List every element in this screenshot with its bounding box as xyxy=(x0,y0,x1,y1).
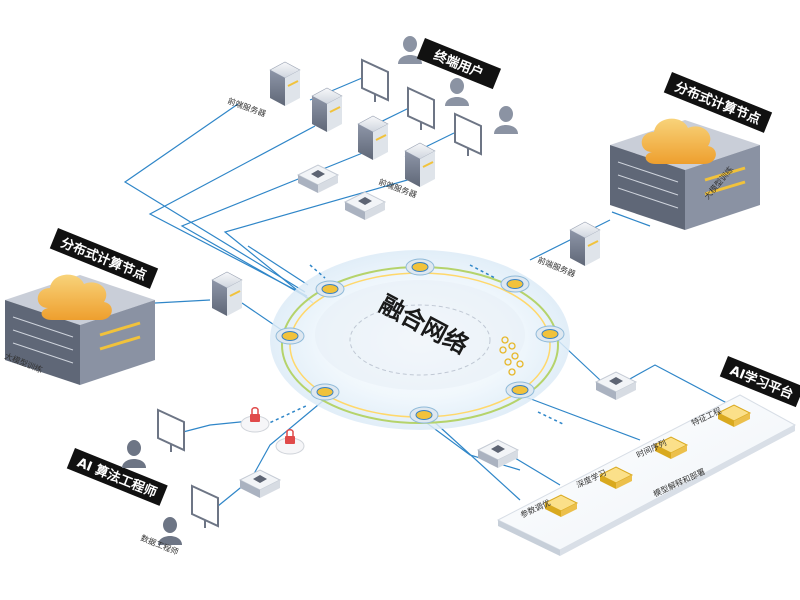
monitor-icon[interactable] xyxy=(454,112,482,156)
hub-node[interactable] xyxy=(500,275,530,293)
hub-node[interactable] xyxy=(535,325,565,343)
server-stack[interactable] xyxy=(357,115,389,160)
monitor-icon[interactable] xyxy=(407,86,435,130)
line-top-server-4 xyxy=(223,176,419,304)
monitor-icon[interactable] xyxy=(361,58,389,102)
server-stack[interactable] xyxy=(269,61,301,106)
user-icon xyxy=(398,36,422,64)
monitor-icon[interactable] xyxy=(191,484,219,528)
hub-node[interactable] xyxy=(405,258,435,276)
platform-edge xyxy=(498,520,560,556)
cloud-icon xyxy=(641,118,716,164)
left-distributed-node: 分布式计算节点 大模型训练 xyxy=(3,228,243,385)
hub-map xyxy=(315,280,525,390)
hub-node[interactable] xyxy=(409,406,439,424)
datacenter-block[interactable] xyxy=(610,120,760,230)
monitor-icon[interactable] xyxy=(157,408,185,452)
platform-base xyxy=(496,394,797,551)
server-stack[interactable] xyxy=(404,142,436,187)
frontend-server-label-top: 前端服务器 xyxy=(226,95,267,118)
switch-box[interactable] xyxy=(238,469,282,498)
server-stack[interactable] xyxy=(569,221,601,266)
user-icon xyxy=(122,440,146,468)
line-hub-right-2 xyxy=(514,392,641,441)
cloud-icon xyxy=(37,274,112,320)
line-hub-lefttop xyxy=(247,245,309,286)
line-bottom-platform xyxy=(429,417,521,501)
line-bottom-server xyxy=(509,454,561,486)
top-cluster: 终端用户 前端服务器 前端服务器 xyxy=(226,36,518,220)
user-icon xyxy=(494,106,518,134)
switch-box[interactable] xyxy=(476,439,520,468)
chip-icon[interactable] xyxy=(543,494,579,517)
chip-icon[interactable] xyxy=(598,466,634,489)
server-stack[interactable] xyxy=(211,271,243,316)
dashed-arrows xyxy=(264,264,566,426)
lock-icon xyxy=(240,407,270,433)
line-right-node-2 xyxy=(611,211,651,227)
hub-nodes xyxy=(275,258,565,424)
chip-icon[interactable] xyxy=(653,436,689,459)
user-icon xyxy=(445,78,469,106)
center-hub: 融合网络 xyxy=(264,250,570,430)
platform-edge-right xyxy=(560,425,795,556)
line-left-node xyxy=(154,299,211,304)
switch-box[interactable] xyxy=(343,191,387,220)
right-distributed-node: 分布式计算节点 大模型训练 前端服务器 xyxy=(536,72,773,279)
chip-icon[interactable] xyxy=(716,404,752,427)
hub-node[interactable] xyxy=(310,383,340,401)
hub-node[interactable] xyxy=(315,280,345,298)
ai-engineer-area: AI 算法工程师 xyxy=(66,407,305,557)
user-icon xyxy=(158,517,182,545)
switch-box[interactable] xyxy=(296,164,340,193)
line-top-server-2 xyxy=(148,125,316,297)
lock-icon xyxy=(275,429,305,455)
coin-cluster xyxy=(499,336,524,376)
hub-node[interactable] xyxy=(505,381,535,399)
line-top-server-1 xyxy=(123,103,306,293)
ai-engineer-tag: AI 算法工程师 xyxy=(66,448,168,506)
server-stack[interactable] xyxy=(311,87,343,132)
switch-box[interactable] xyxy=(594,371,638,400)
hub-node[interactable] xyxy=(275,327,305,345)
